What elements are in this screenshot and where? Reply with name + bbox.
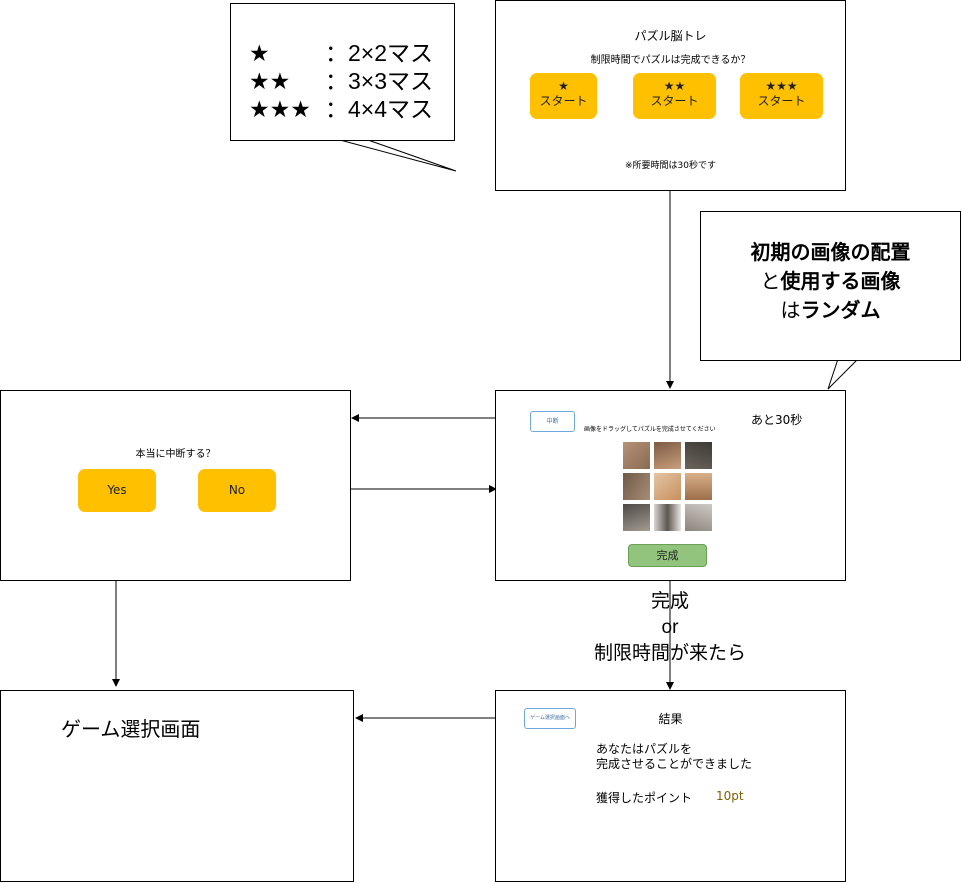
title-screen-title: パズル脳トレ: [634, 29, 707, 43]
puzzle-grid: [623, 442, 713, 532]
transition-condition-label: 完成 or 制限時間が来たら: [560, 589, 780, 667]
result-title: 結果: [658, 712, 683, 726]
points-label: 獲得したポイント: [596, 791, 693, 805]
start-button-easy-stars: ★: [558, 79, 569, 93]
puzzle-tile[interactable]: [685, 442, 712, 469]
callout-difficulty-legend: ★ ：2×2マス ★★ ：3×3マス ★★★ ：4×4マス: [230, 3, 455, 141]
title-screen-note: ※所要時間は30秒です: [625, 161, 716, 171]
legend-stars-3: ★★★: [249, 96, 311, 122]
legend-row-3: ★★★ ：4×4マス: [249, 90, 433, 124]
callout-random-note: 初期の画像の配置 と使用する画像 はランダム: [700, 211, 961, 361]
puzzle-tile[interactable]: [654, 442, 681, 469]
complete-button[interactable]: 完成: [628, 544, 707, 567]
start-button-easy-label: スタート: [539, 94, 588, 108]
puzzle-screen: 中断 あと30秒 画像をドラッグしてパズルを完成させてください 完成: [495, 390, 846, 581]
random-note-line2-bold: 使用する画像: [780, 271, 901, 293]
transition-line3: 制限時間が来たら: [593, 643, 746, 664]
yes-button[interactable]: Yes: [78, 469, 156, 512]
random-note-line3-bold: ランダム: [800, 300, 881, 322]
random-note-line1: 初期の画像の配置: [750, 242, 911, 264]
result-message-line2: 完成させることができました: [596, 757, 753, 771]
confirm-question: 本当に中断する？: [135, 449, 216, 460]
puzzle-tile[interactable]: [623, 504, 650, 531]
callout-stars-tail: [339, 139, 457, 172]
game-select-screen: ゲーム選択画面: [0, 690, 354, 882]
back-to-select-button[interactable]: ゲーム選択画面へ: [524, 708, 576, 729]
puzzle-instruction: 画像をドラッグしてパズルを完成させてください: [584, 426, 716, 433]
random-note-line2-pre: と: [760, 271, 781, 293]
legend-text-1: ：2×2マス: [325, 40, 434, 66]
legend-row-1: ★ ：2×2マス: [249, 34, 433, 68]
legend-stars-1: ★: [249, 40, 270, 66]
start-button-hard[interactable]: ★★★ スタート: [740, 73, 823, 119]
callout-random-tail: [827, 358, 860, 390]
legend-stars-2: ★★: [249, 68, 291, 94]
puzzle-tile[interactable]: [623, 442, 650, 469]
points-value: 10pt: [716, 789, 744, 803]
start-button-easy[interactable]: ★ スタート: [530, 73, 597, 119]
puzzle-tile[interactable]: [623, 473, 650, 500]
transition-line2: or: [661, 617, 679, 638]
result-screen: ゲーム選択画面へ 結果 あなたはパズルを 完成させることができました 獲得したポ…: [495, 690, 846, 882]
start-button-hard-label: スタート: [757, 94, 806, 108]
title-screen: パズル脳トレ 制限時間でパズルは完成できるか？ ★ スタート ★★ スタート ★…: [495, 0, 846, 191]
start-button-hard-stars: ★★★: [765, 79, 798, 93]
title-screen-subtitle: 制限時間でパズルは完成できるか？: [590, 55, 751, 66]
game-select-title: ゲーム選択画面: [61, 719, 201, 741]
transition-line1: 完成: [650, 591, 689, 612]
legend-row-2: ★★ ：3×3マス: [249, 62, 433, 96]
random-note-line2: と使用する画像: [701, 265, 960, 294]
puzzle-tile[interactable]: [654, 504, 681, 531]
no-button[interactable]: No: [198, 469, 276, 512]
start-button-normal-label: スタート: [650, 94, 699, 108]
timer-text: あと30秒: [751, 413, 803, 427]
start-button-normal[interactable]: ★★ スタート: [633, 73, 716, 119]
puzzle-tile[interactable]: [685, 504, 712, 531]
legend-text-2: ：3×3マス: [325, 68, 434, 94]
puzzle-tile[interactable]: [654, 473, 681, 500]
puzzle-tile[interactable]: [685, 473, 712, 500]
interrupt-button[interactable]: 中断: [530, 411, 575, 432]
start-button-normal-stars: ★★: [663, 79, 686, 93]
random-note-line3: はランダム: [701, 294, 960, 323]
confirm-interrupt-screen: 本当に中断する？ Yes No: [0, 390, 351, 581]
result-message-line1: あなたはパズルを: [596, 742, 693, 756]
random-note-line3-pre: は: [780, 300, 801, 322]
legend-text-3: ：4×4マス: [325, 96, 434, 122]
